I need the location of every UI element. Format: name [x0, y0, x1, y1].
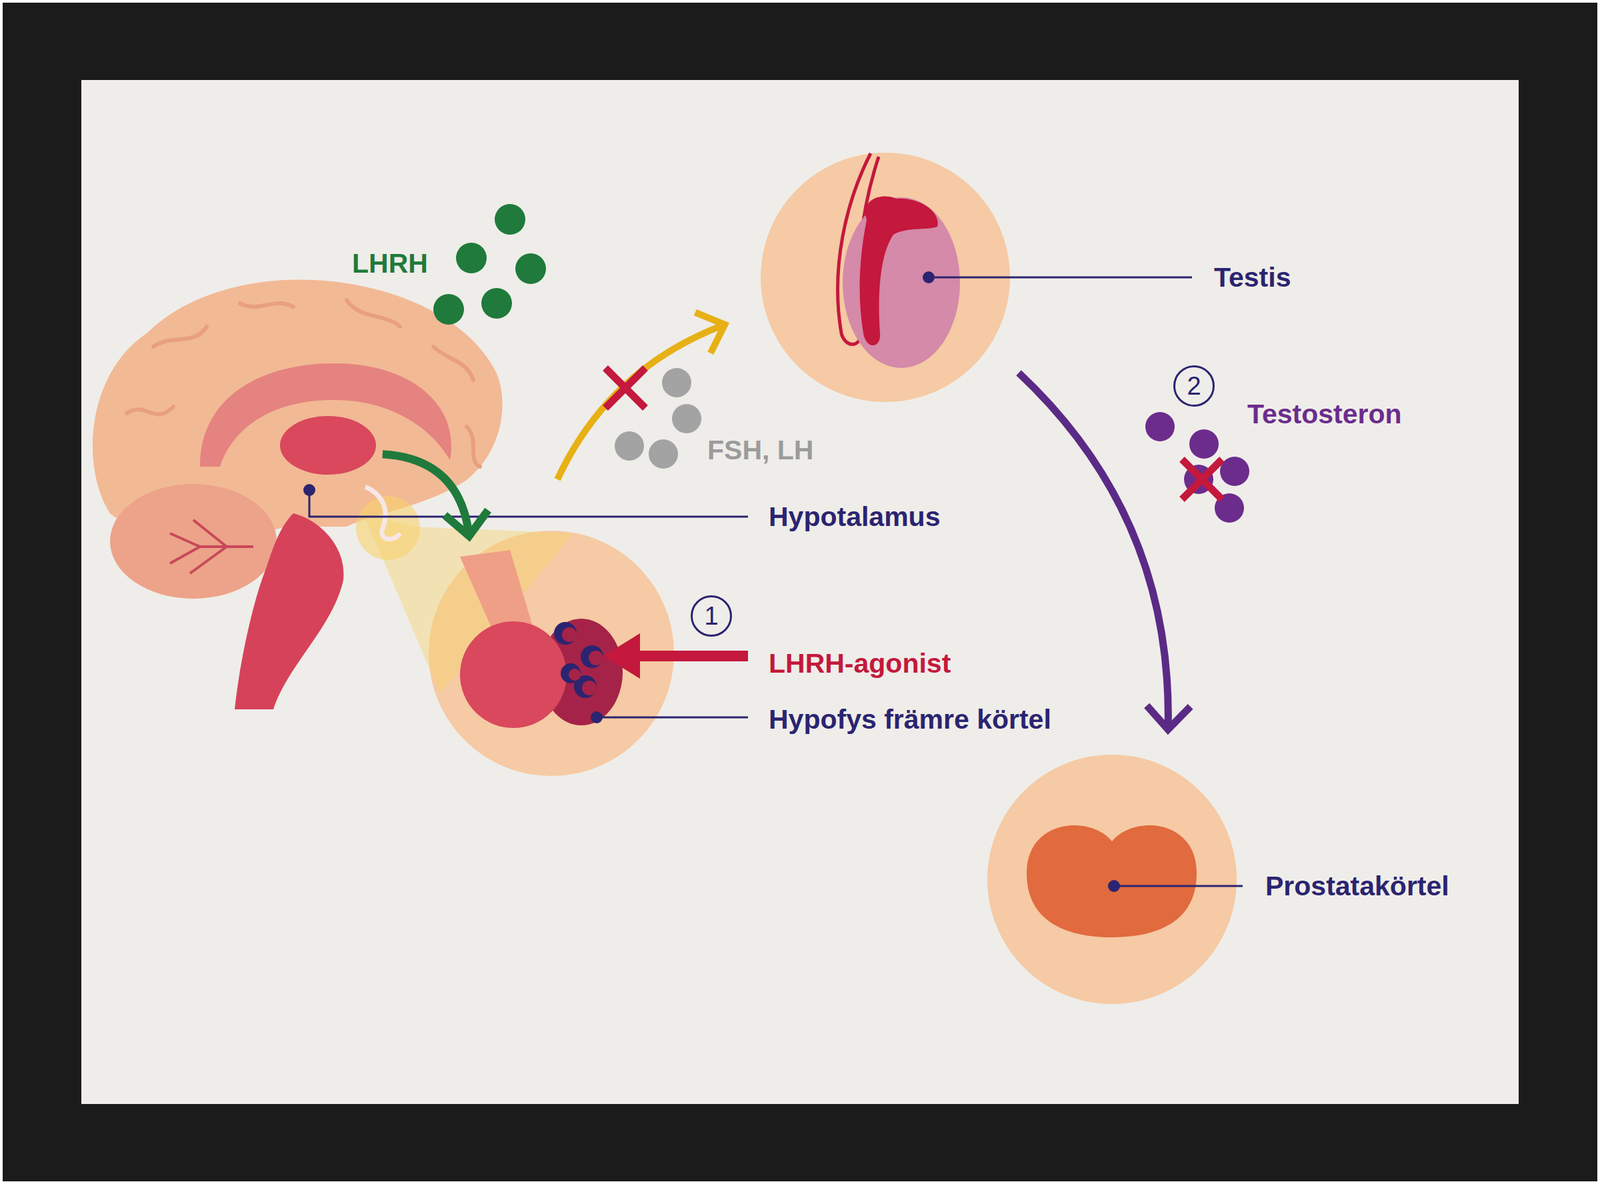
agonist-arrow-shaft: [633, 650, 748, 662]
lhrh-molecule: [494, 204, 526, 235]
organ-circle: [428, 530, 674, 776]
vas-deferens: [838, 153, 879, 345]
testis-dot: [922, 271, 935, 284]
circle-outline: [760, 152, 1010, 402]
lhrh-molecule: [481, 288, 512, 319]
fsh-lh-molecule: [672, 404, 702, 434]
cerebellum-tree: [170, 520, 254, 574]
testosterone-molecule: [1145, 412, 1175, 442]
testosterone-molecules: [1145, 412, 1250, 523]
cerebellum: [110, 484, 277, 599]
arrow-shaft: [1018, 372, 1168, 730]
arrow-head: [1146, 705, 1190, 730]
receptor: [582, 680, 597, 696]
lhrh-molecule: [456, 242, 487, 274]
prostate-dot: [1108, 880, 1120, 892]
agonist-arrow-head: [603, 633, 640, 679]
node-label: Hypotalamus: [768, 502, 940, 532]
testis-body: [842, 197, 960, 368]
leader-line: [1114, 885, 1243, 888]
organ-circle: [760, 152, 1010, 402]
pituitary-small: [365, 486, 400, 540]
hypothalamus-dot: [303, 484, 316, 496]
hormone-arrow: [1018, 372, 1191, 730]
circle-outline: [987, 754, 1237, 1004]
testosterone-molecule: [1184, 464, 1214, 494]
lhrh-molecules: [433, 204, 546, 325]
agonist-label: LHRH-agonist: [768, 648, 951, 678]
yellow-highlight-cone: [363, 513, 574, 694]
node-label: Testis: [1214, 262, 1291, 292]
node-label: Prostatakörtel: [1265, 871, 1450, 901]
hormone-arrow: [557, 312, 725, 480]
testosterone-molecule: [1220, 456, 1250, 486]
receptor: [562, 627, 577, 642]
arrow-shaft: [557, 324, 725, 480]
cerebrum: [92, 279, 503, 540]
leader-line: [928, 276, 1192, 279]
testosterone-molecule: [1214, 493, 1244, 523]
block-cross: [605, 368, 646, 408]
fsh-lh-molecule: [648, 439, 678, 469]
receptor-crescents: [554, 622, 604, 698]
prostate-gland: [1026, 825, 1197, 938]
block-cross: [1182, 459, 1222, 500]
callout-number: 2: [1173, 365, 1215, 407]
hormone-label: Testosteron: [1247, 399, 1402, 429]
arrow-head: [695, 312, 725, 354]
epididymis: [860, 196, 938, 346]
hormone-label: FSH, LH: [707, 435, 814, 465]
receptor: [568, 668, 581, 681]
pituitary-dot: [590, 711, 603, 724]
receptor: [580, 645, 604, 668]
posterior-lobe: [460, 621, 567, 728]
fsh-lh-molecule: [614, 431, 644, 461]
leader-line: [596, 716, 748, 719]
leader-line: [309, 490, 748, 517]
circle-outline: [428, 530, 674, 776]
prostate-illustration: [1026, 825, 1243, 938]
testis-illustration: [838, 153, 1192, 368]
brain-illustration: [92, 279, 748, 710]
pituitary-illustration: [460, 550, 748, 728]
organ-circle: [987, 754, 1237, 1004]
lhrh-molecule: [433, 294, 464, 325]
callout-number: 1: [690, 595, 732, 637]
receptor: [554, 622, 577, 645]
corpus-callosum: [200, 363, 452, 467]
pituitary-circle: Hypofys främre körtel: [428, 530, 674, 776]
fsh-lh-molecules: [614, 368, 702, 469]
arrow-shaft: [382, 454, 470, 536]
node-label: Hypofys främre körtel: [768, 704, 1052, 734]
anterior-lobe: [540, 618, 623, 726]
hormone-arrow: [382, 454, 488, 536]
prostate-circle: Prostatakörtel: [987, 754, 1237, 1004]
testis-circle: Testis: [760, 152, 1010, 402]
fsh-lh-molecule: [662, 368, 692, 398]
brainstem: [234, 513, 344, 710]
pituitary-highlight: [356, 496, 420, 560]
lhrh-molecule: [515, 253, 546, 284]
thalamus: [280, 416, 376, 475]
receptor: [588, 650, 604, 666]
hormone-label: LHRH: [352, 248, 428, 278]
receptor: [574, 675, 597, 698]
pituitary-stalk: [460, 550, 537, 650]
testosterone-molecule: [1189, 429, 1219, 459]
receptor: [560, 663, 581, 684]
brain-gyri: [126, 300, 480, 467]
arrow-head: [444, 510, 488, 536]
